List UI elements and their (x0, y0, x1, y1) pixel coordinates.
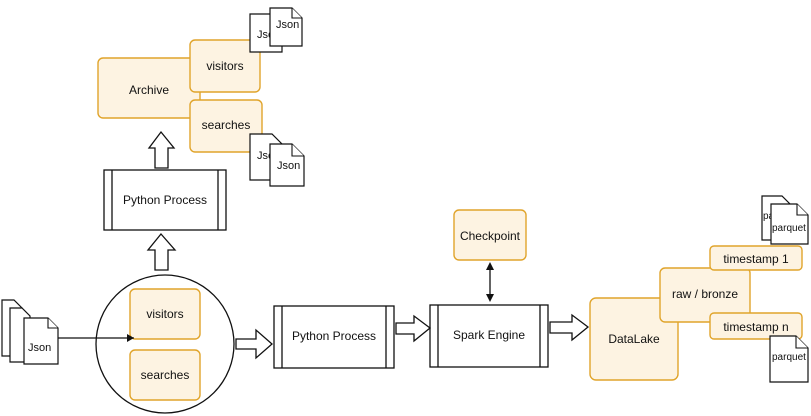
python-process-top-node: Python Process (103, 169, 227, 231)
top-searches-node: searches (189, 99, 263, 153)
raw-bronze-label: raw / bronze (672, 287, 738, 301)
source-searches-node: searches (129, 349, 201, 401)
source-visitors-label: visitors (146, 307, 183, 321)
archive-node: Archive (97, 57, 201, 119)
checkpoint-bidirectional-arrow (486, 262, 494, 302)
parquet-file-icon-bottom: parquet (769, 335, 809, 383)
checkpoint-label: Checkpoint (460, 229, 521, 243)
parquet-file-icon-top: parq parquet (761, 195, 809, 245)
source-searches-label: searches (141, 368, 190, 382)
parquet-top-label: parquet (772, 223, 806, 234)
raw-bronze-node: raw / bronze (659, 267, 751, 323)
up-arrow-to-archive (147, 130, 176, 169)
top-searches-label: searches (202, 118, 251, 132)
python-process-main-node: Python Process (273, 305, 395, 369)
json-file-icon-top: Jso Json (249, 7, 303, 53)
source-circle (95, 274, 235, 414)
json-input-icon: Json (1, 299, 59, 365)
arrow-spark-to-datalake (549, 313, 590, 342)
python-process-top-label: Python Process (123, 193, 207, 207)
timestamp-n-node: timestamp n (709, 312, 803, 340)
parquet-bottom-label: parquet (772, 352, 806, 363)
json-file-1-label: Json (276, 19, 299, 31)
spark-engine-node: Spark Engine (429, 304, 549, 368)
source-visitors-node: visitors (129, 288, 201, 340)
datalake-node: DataLake (589, 297, 679, 381)
archive-label: Archive (129, 83, 169, 97)
timestamp-n-label: timestamp n (723, 320, 788, 334)
top-visitors-label: visitors (206, 59, 243, 73)
python-process-main-label: Python Process (292, 329, 376, 343)
checkpoint-node: Checkpoint (453, 209, 527, 261)
arrow-python-to-spark (395, 314, 432, 343)
up-arrow-to-python-process (146, 232, 177, 271)
top-visitors-node: visitors (189, 39, 261, 93)
json-file-2-label: Json (277, 160, 300, 172)
json-input-label: Json (28, 342, 51, 354)
timestamp-1-node: timestamp 1 (709, 245, 803, 271)
json-to-source-arrowhead (127, 334, 134, 342)
spark-engine-label: Spark Engine (453, 328, 525, 342)
datalake-label: DataLake (608, 332, 660, 346)
arrow-source-to-python (235, 328, 273, 360)
json-file-icon-mid: Jso Json (249, 133, 305, 187)
timestamp-1-label: timestamp 1 (723, 252, 789, 266)
